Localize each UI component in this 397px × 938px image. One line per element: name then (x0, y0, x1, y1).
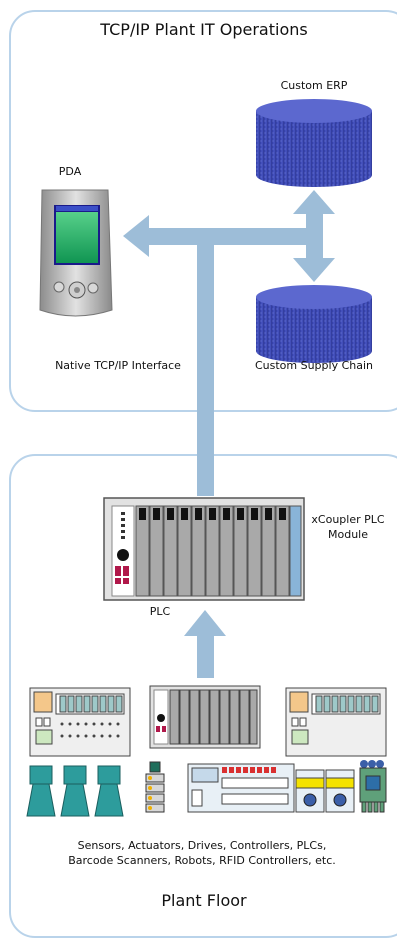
database-icon-supply (256, 285, 372, 363)
pda-label: PDA (58, 165, 82, 178)
arrow-up-erp (293, 190, 335, 214)
interface-label: Native TCP/IP Interface (55, 359, 181, 372)
plc-slots (135, 505, 302, 597)
erp-label: Custom ERP (280, 79, 348, 92)
devices-label-line1: Sensors, Actuators, Drives, Controllers,… (77, 839, 327, 852)
relay-icon (145, 761, 165, 813)
pda-icon (39, 189, 113, 317)
arrow-up-plc (184, 610, 226, 636)
plant-floor-title: Plant Floor (161, 891, 247, 910)
plc-icon-small (149, 685, 261, 749)
drive-icon (187, 763, 355, 813)
controller-icon-right (285, 687, 387, 757)
vertical-trunk-arrow (197, 228, 214, 496)
arrow-to-pda (123, 215, 149, 257)
controller-icon-left (29, 687, 131, 757)
sensor-icons (26, 765, 124, 817)
network-arrows (123, 190, 335, 678)
plc-icon-main (103, 497, 305, 601)
db-link-arrow (306, 200, 323, 272)
diagram-graphics (26, 99, 387, 817)
module-label-line1: xCoupler PLC (311, 513, 385, 526)
io-module-icon (359, 760, 387, 813)
database-icon-erp (256, 99, 372, 187)
arrow-down-supply (293, 258, 335, 282)
horizontal-bar-arrow (146, 228, 278, 245)
devices-label-line2: Barcode Scanners, Robots, RFID Controlle… (68, 854, 336, 867)
it-operations-title: TCP/IP Plant IT Operations (100, 20, 308, 39)
module-label-line2: Module (328, 528, 368, 541)
plc-label: PLC (149, 605, 171, 618)
supply-chain-label: Custom Supply Chain (254, 359, 374, 372)
